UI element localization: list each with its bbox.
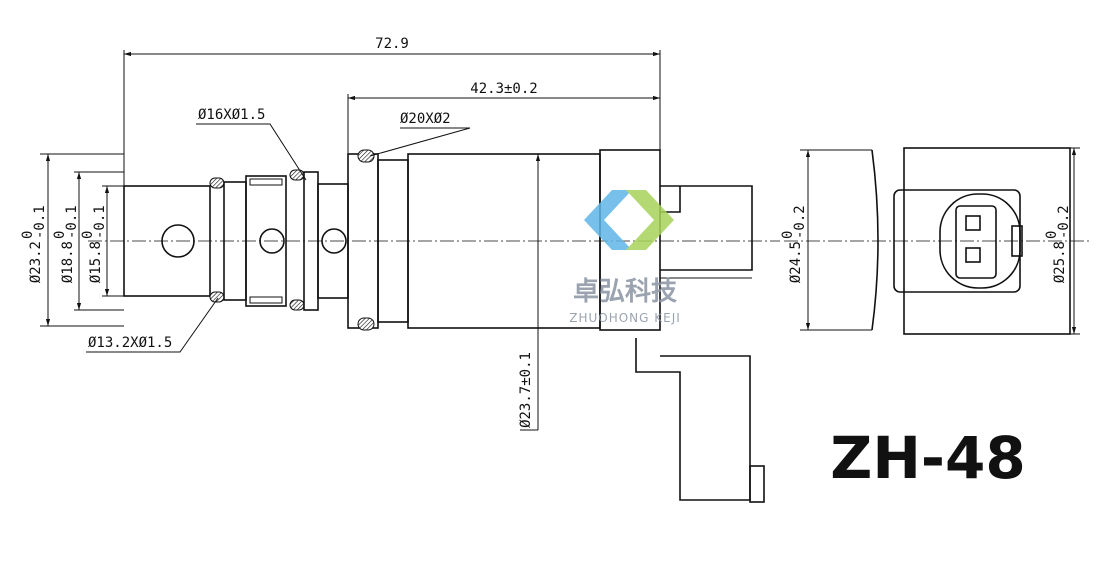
end-housing [903,147,1071,335]
end-side-tab [1011,225,1023,257]
dimension-lines [40,50,1080,431]
end-terminal-2 [965,247,981,263]
dim-24-5-tol-lower: -0.2 [792,205,808,239]
end-view [784,147,1090,335]
dim-24-5-tol-upper: 0 [780,231,796,239]
leader-oring-large [369,127,471,157]
brand-logo-icon [584,190,674,250]
side-view [88,149,780,503]
valve-nose [123,185,211,297]
end-break-line [871,149,879,331]
dimension-text: 72.9 42.3±0.2 Ø20XØ2 Ø16XØ1.5 Ø13.2XØ1.5… [20,36,1072,428]
dim-overall-length: 72.9 [375,36,409,52]
connector-upper [660,185,753,271]
end-terminal-block [955,205,997,279]
nose-port [161,224,195,258]
oring-mid-top [289,169,305,181]
dim-18-8-tol-upper: 0 [52,231,68,239]
dim-partial-length: 42.3±0.2 [470,81,537,97]
end-connector-oval [939,193,1021,289]
dim-23-2-tol-upper: 0 [20,231,36,239]
dim-23-7: Ø23.7±0.1 [518,352,534,428]
dim-24-5: Ø24.5 [788,241,804,283]
brand-name-en: ZHUOHONG KEJI [569,311,681,325]
spool-body-b [245,175,287,307]
end-terminal-1 [965,215,981,231]
brand-watermark: 卓弘科技 ZHUOHONG KEJI [569,190,681,325]
connector-latch [749,465,765,503]
connector-notch [660,186,681,213]
oring-small-bottom [209,291,225,303]
oring-small-top [209,177,225,189]
dim-25-8: Ø25.8 [1052,241,1068,283]
dim-15-8-group: Ø15.8 0 -0.1 [80,205,108,283]
leader-oring-small [86,297,219,353]
dim-18-8-tol-lower: -0.1 [64,205,80,239]
leader-oring-mid [196,123,307,181]
dim-15-8: Ø15.8 [88,241,104,283]
dim-23-7-group: Ø23.7±0.1 [518,352,534,428]
oring-mid-bottom [289,299,305,311]
dim-23-2-group: Ø23.2 0 -0.1 [20,205,48,283]
dim-23-2: Ø23.2 [28,241,44,283]
dim-18-8: Ø18.8 [60,241,76,283]
connector-base [599,149,661,331]
dim-15-8-tol-lower: -0.1 [92,205,108,239]
spool-groove-top [249,178,283,186]
brand-name-cn: 卓弘科技 [573,277,677,307]
dim-25-8-tol-upper: 0 [1044,231,1060,239]
dim-oring-large: Ø20XØ2 [400,111,451,127]
dim-24-5-group: Ø24.5 0 -0.2 [780,205,808,283]
connector-plug [635,338,751,501]
spool-port [259,228,285,254]
dim-oring-small: Ø13.2XØ1.5 [88,335,172,351]
dim-25-8-tol-lower: -0.2 [1056,205,1072,239]
model-label: ZH-48 [830,424,1025,492]
oring-large-bottom [357,317,375,331]
dim-18-8-group: Ø18.8 0 -0.1 [52,205,80,283]
dim-23-2-tol-lower: -0.1 [32,205,48,239]
dim-15-8-tol-upper: 0 [80,231,96,239]
dim-oring-mid: Ø16XØ1.5 [198,107,265,123]
oring-large-top [357,149,375,163]
spool-groove-bottom [249,296,283,304]
dim-25-8-group: Ø25.8 0 -0.2 [1044,205,1072,283]
collar-port [321,228,347,254]
